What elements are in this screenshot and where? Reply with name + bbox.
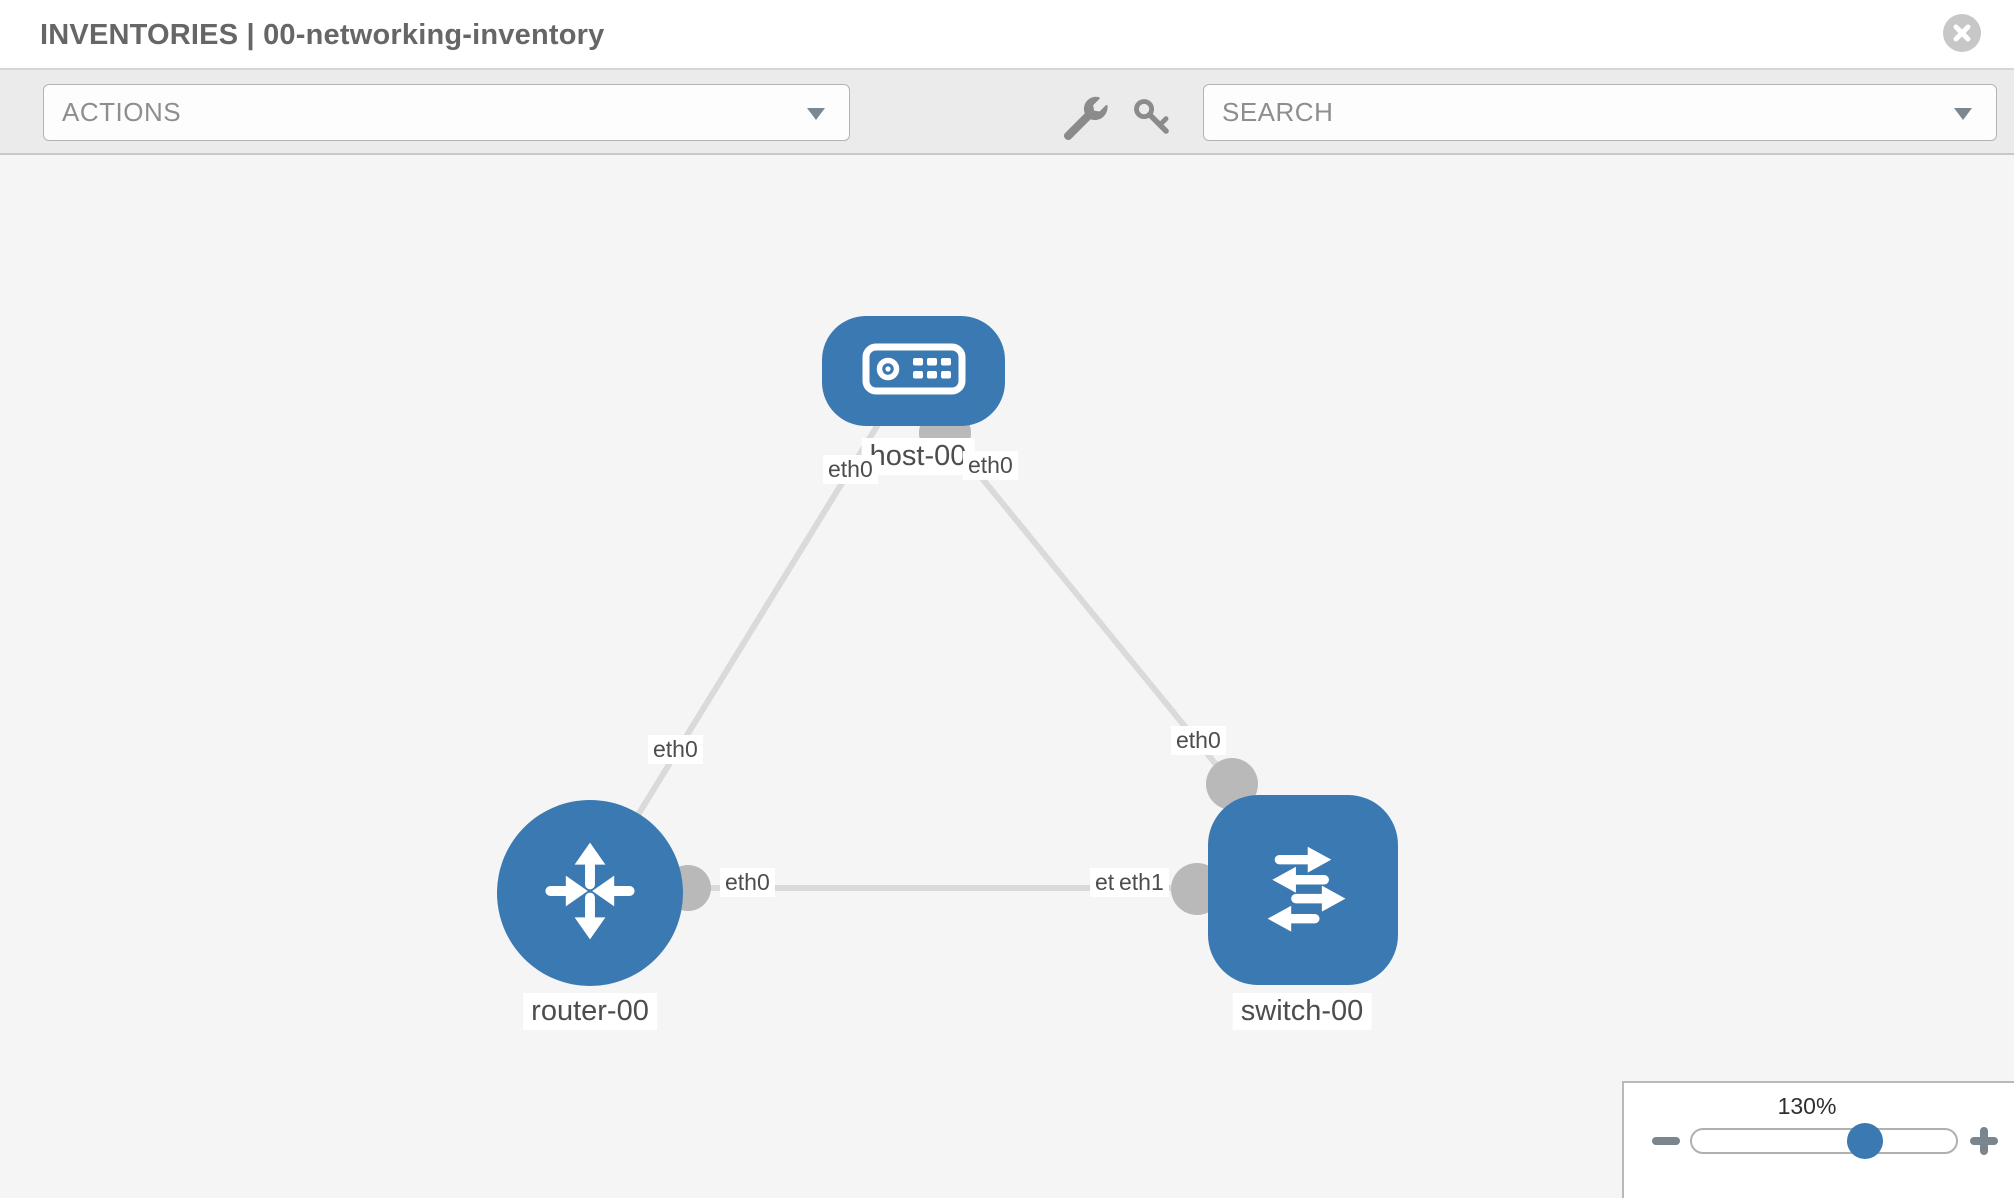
link-host-router[interactable] <box>587 403 893 895</box>
close-button[interactable] <box>1943 14 1981 52</box>
zoom-panel: 130% <box>1622 1081 2014 1198</box>
interface-label-switch-eth1: eth1 <box>1114 868 1169 897</box>
chevron-down-icon <box>1954 108 1972 120</box>
wrench-icon[interactable] <box>1063 96 1108 141</box>
zoom-in-button[interactable] <box>1970 1127 1998 1155</box>
links-layer <box>587 403 1260 915</box>
header-bar: INVENTORIES | 00-networking-inventory <box>0 0 2014 70</box>
node-router-00[interactable] <box>497 800 683 986</box>
host-icon <box>862 343 966 400</box>
actions-dropdown[interactable]: ACTIONS <box>43 84 850 141</box>
node-label-router: router-00 <box>523 993 657 1030</box>
interface-label-router-eth0-lan: eth0 <box>720 868 775 897</box>
key-icon[interactable] <box>1131 96 1175 140</box>
search-dropdown[interactable]: SEARCH <box>1203 84 1997 141</box>
interface-label-router-eth0-uplink: eth0 <box>648 735 703 764</box>
zoom-slider-track[interactable] <box>1690 1128 1958 1154</box>
chevron-down-icon <box>807 108 825 120</box>
router-icon <box>535 836 645 951</box>
interface-label-host-eth0-left: eth0 <box>823 455 878 484</box>
page-title: INVENTORIES | 00-networking-inventory <box>40 19 605 51</box>
switch-icon <box>1244 829 1362 952</box>
actions-dropdown-label: ACTIONS <box>62 97 182 127</box>
search-dropdown-label: SEARCH <box>1222 97 1334 127</box>
topology-canvas[interactable]: host-00 router-00 switch-00 eth0 eth0 et… <box>0 155 2014 1198</box>
interface-label-switch-eth0-uplink: eth0 <box>1171 726 1226 755</box>
zoom-slider-handle[interactable] <box>1847 1123 1883 1159</box>
link-host-switch[interactable] <box>942 431 1235 786</box>
zoom-level-value: 130% <box>1777 1093 1837 1119</box>
node-host-00[interactable] <box>822 316 1005 426</box>
zoom-out-button[interactable] <box>1652 1137 1680 1145</box>
toolbar: ACTIONS SEARCH <box>0 70 2014 155</box>
node-switch-00[interactable] <box>1208 795 1398 985</box>
interface-label-host-eth0-right: eth0 <box>963 451 1018 480</box>
node-label-switch: switch-00 <box>1232 993 1372 1030</box>
node-label-host: host-00 <box>861 438 975 475</box>
